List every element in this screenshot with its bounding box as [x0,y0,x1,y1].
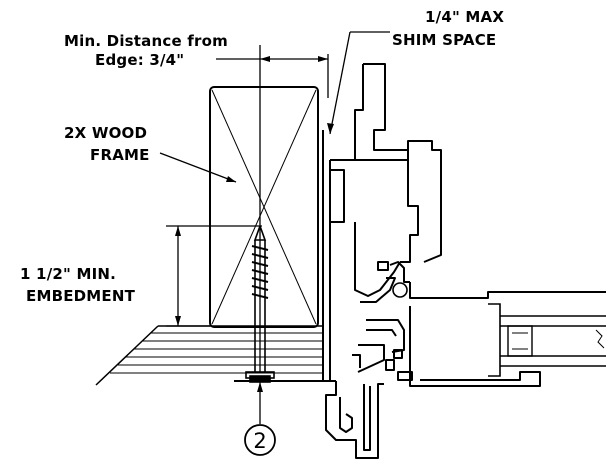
shim-space-leader [327,31,390,135]
callout-number: 2 [253,429,266,453]
wood-frame-label-line1: 2X WOOD [64,124,147,142]
sill-section [95,325,322,386]
shim-space-label-line1: 1/4" MAX [425,8,504,26]
window-frame-profile [325,63,606,459]
embedment-dimension [166,225,262,327]
wood-frame [209,86,319,328]
min-distance-label-line2: Edge: 3/4" [95,51,184,69]
callout-2: 2 [244,382,276,456]
min-distance-dimension [216,45,329,372]
min-distance-label-line1: Min. Distance from [64,32,228,50]
glazing-unit [488,303,606,377]
embedment-label-line1: 1 1/2" MIN. [20,265,116,283]
shim-space-label-line2: SHIM SPACE [392,31,496,49]
screw [245,225,275,383]
wood-frame-leader [159,152,237,183]
wood-frame-label-line2: FRAME [90,146,150,164]
embedment-label-line2: EMBEDMENT [26,287,136,305]
